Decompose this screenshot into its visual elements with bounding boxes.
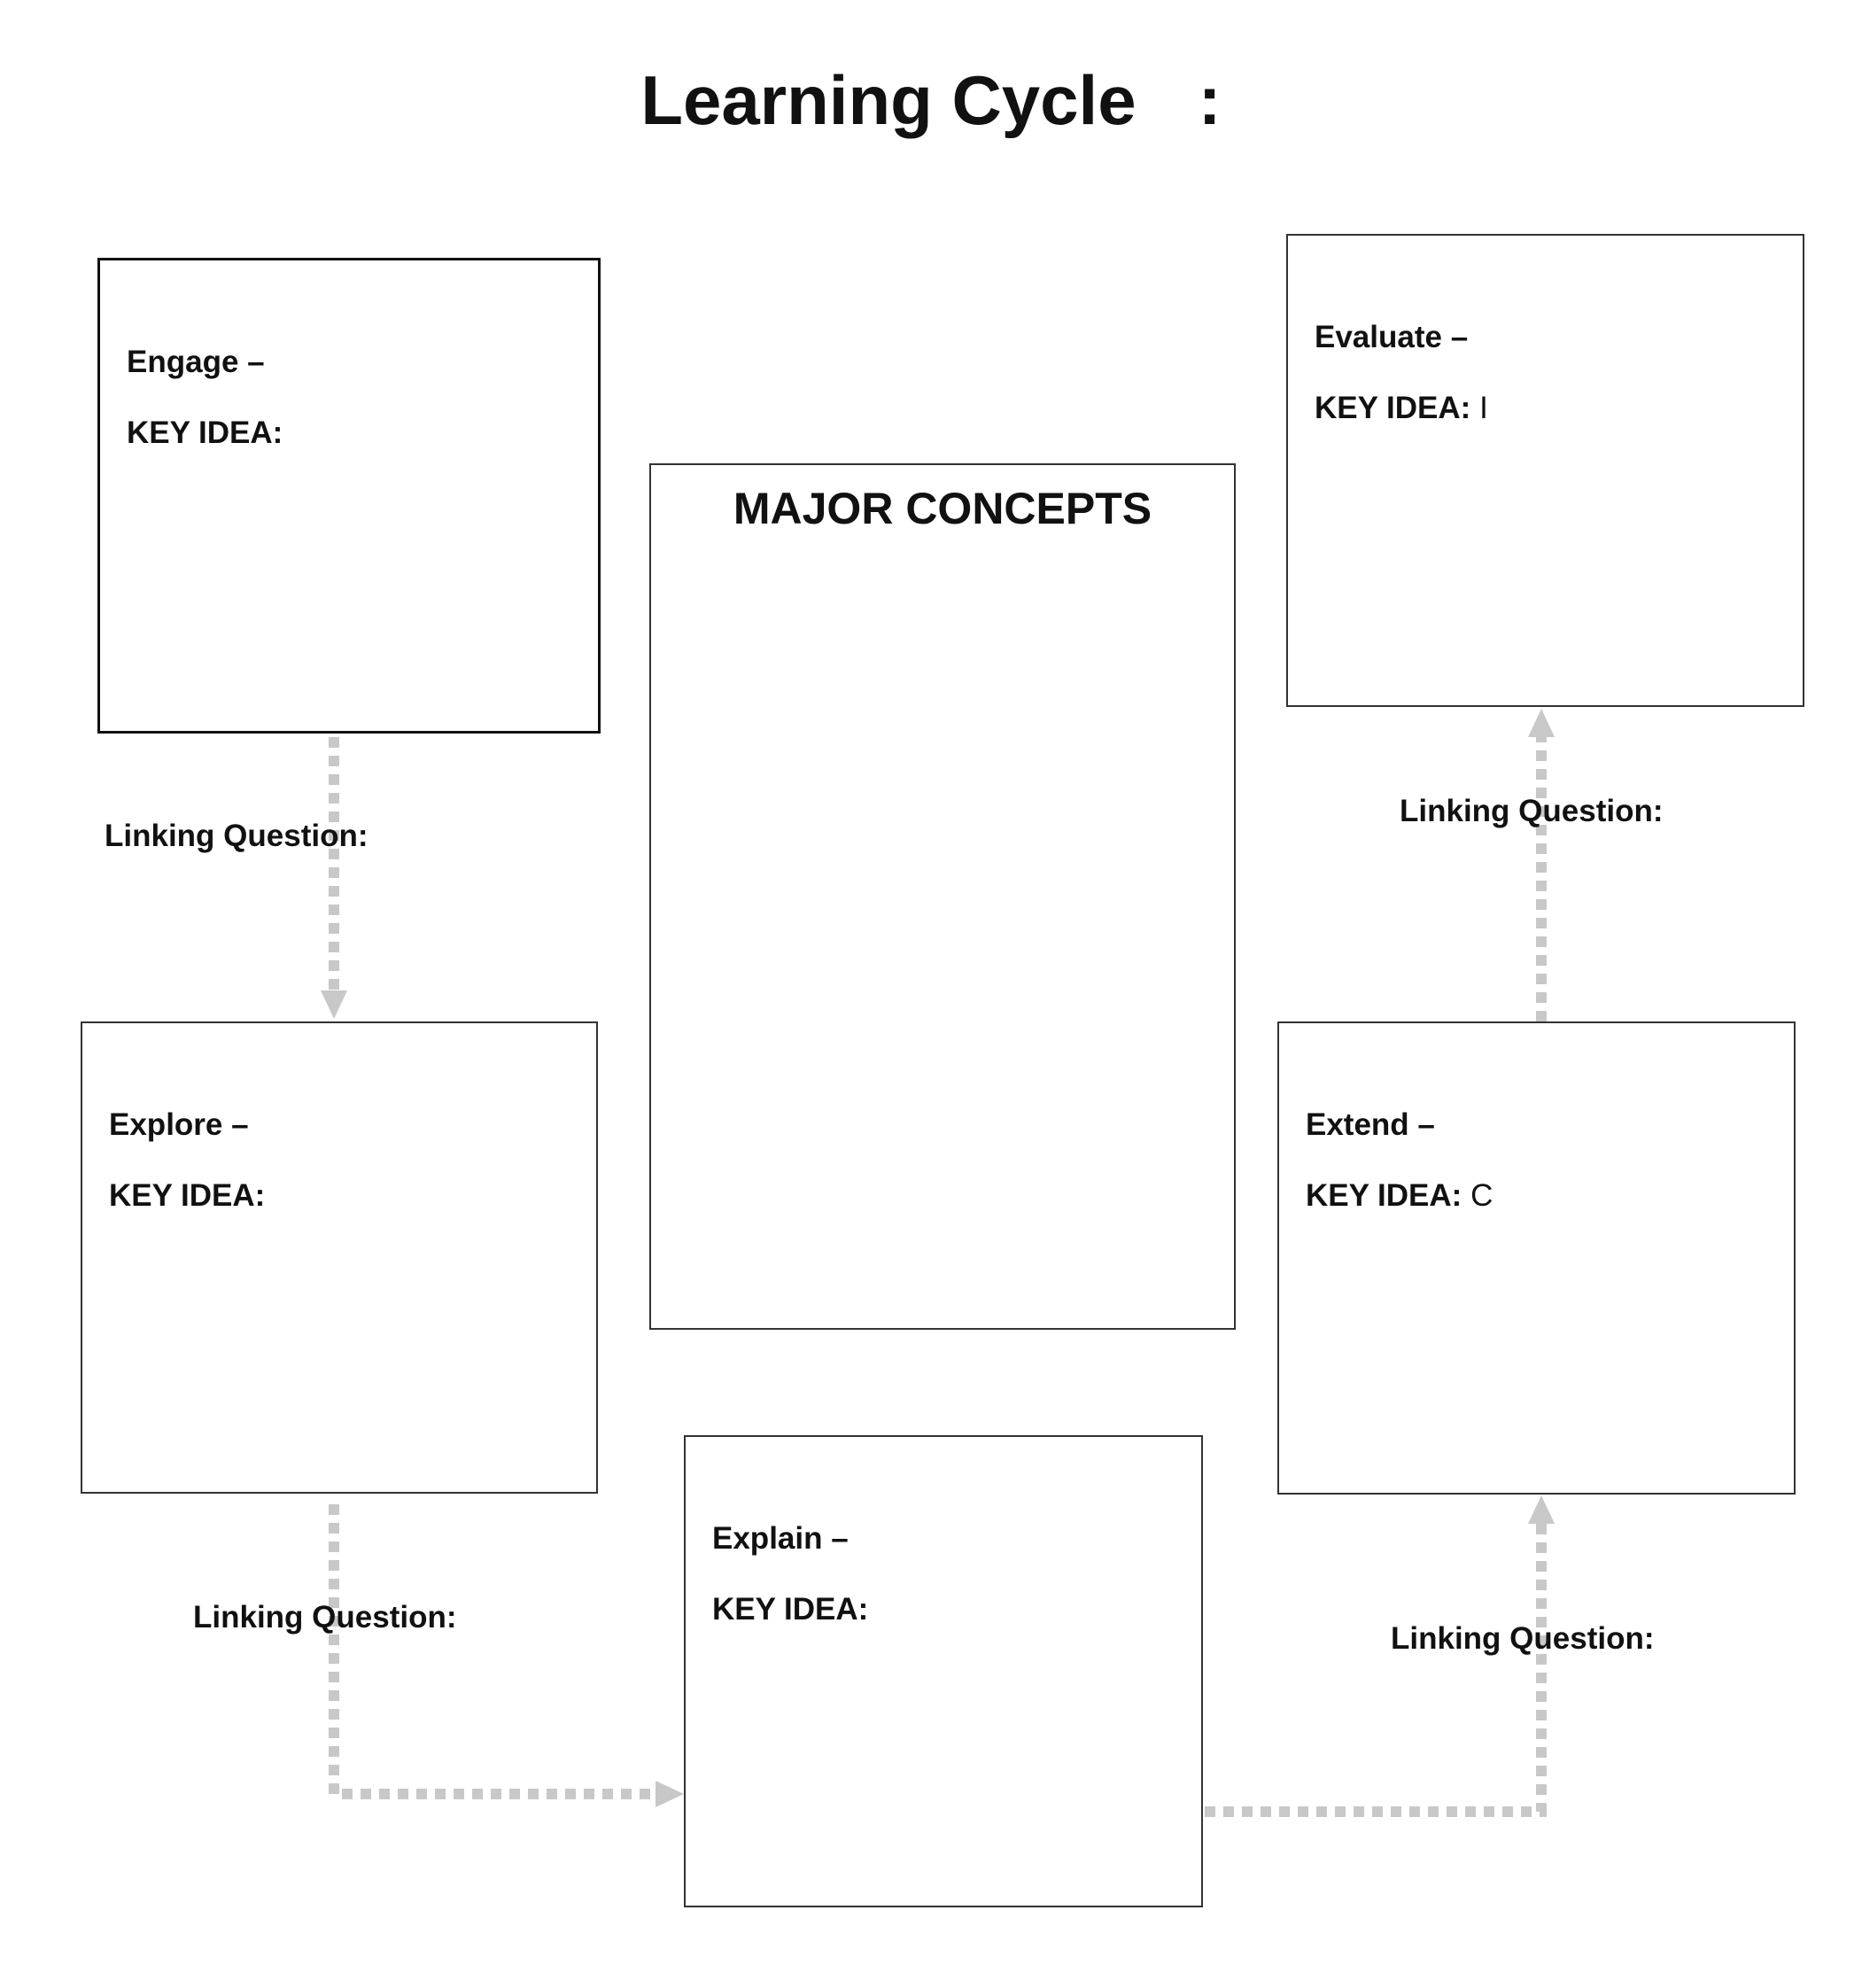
page-title: Learning Cycle:	[0, 60, 1862, 141]
evaluate-key-idea: KEY IDEA: I	[1315, 391, 1488, 426]
explore-label: Explore –	[109, 1107, 249, 1142]
explain-key-idea: KEY IDEA:	[712, 1592, 868, 1627]
explore-key-idea: KEY IDEA:	[109, 1178, 265, 1214]
linking-question-explain-extend: Linking Question:	[1391, 1621, 1655, 1656]
explore-explain-connector	[329, 1504, 656, 1799]
evaluate-label: Evaluate –	[1315, 320, 1469, 354]
arrowhead-to-evaluate	[1528, 709, 1555, 737]
explain-label: Explain –	[712, 1521, 849, 1556]
engage-key-idea: KEY IDEA:	[127, 415, 283, 451]
extend-label: Extend –	[1306, 1107, 1435, 1142]
evaluate-box: Evaluate – KEY IDEA: I	[1286, 234, 1804, 707]
extend-key-idea-label: KEY IDEA:	[1306, 1178, 1462, 1213]
evaluate-key-idea-label: KEY IDEA:	[1315, 391, 1471, 425]
arrowhead-to-explain	[656, 1781, 684, 1807]
major-concepts-heading: MAJOR CONCEPTS	[733, 484, 1152, 533]
explore-key-idea-label: KEY IDEA:	[109, 1178, 266, 1213]
explain-box: Explain – KEY IDEA:	[684, 1435, 1203, 1907]
linking-question-extend-evaluate: Linking Question:	[1400, 794, 1664, 828]
explain-extend-connector	[1205, 1524, 1547, 1817]
linking-question-explore-explain: Linking Question:	[193, 1600, 457, 1635]
extend-key-idea: KEY IDEA: C	[1306, 1178, 1493, 1214]
explore-box: Explore – KEY IDEA:	[81, 1021, 598, 1494]
linking-question-engage-explore: Linking Question:	[105, 819, 369, 853]
engage-box: Engage – KEY IDEA:	[97, 258, 601, 734]
explain-key-idea-label: KEY IDEA:	[712, 1592, 869, 1627]
evaluate-key-idea-value: I	[1479, 391, 1488, 425]
title-colon: :	[1198, 61, 1222, 139]
extend-key-idea-value: C	[1470, 1178, 1493, 1213]
major-concepts-box: MAJOR CONCEPTS	[649, 463, 1236, 1330]
arrowhead-to-extend	[1528, 1495, 1555, 1524]
title-text: Learning Cycle	[640, 61, 1137, 139]
engage-label: Engage –	[127, 345, 265, 379]
extend-box: Extend – KEY IDEA: C	[1277, 1021, 1796, 1495]
engage-key-idea-label: KEY IDEA:	[127, 415, 283, 450]
arrowhead-to-explore	[321, 990, 347, 1019]
